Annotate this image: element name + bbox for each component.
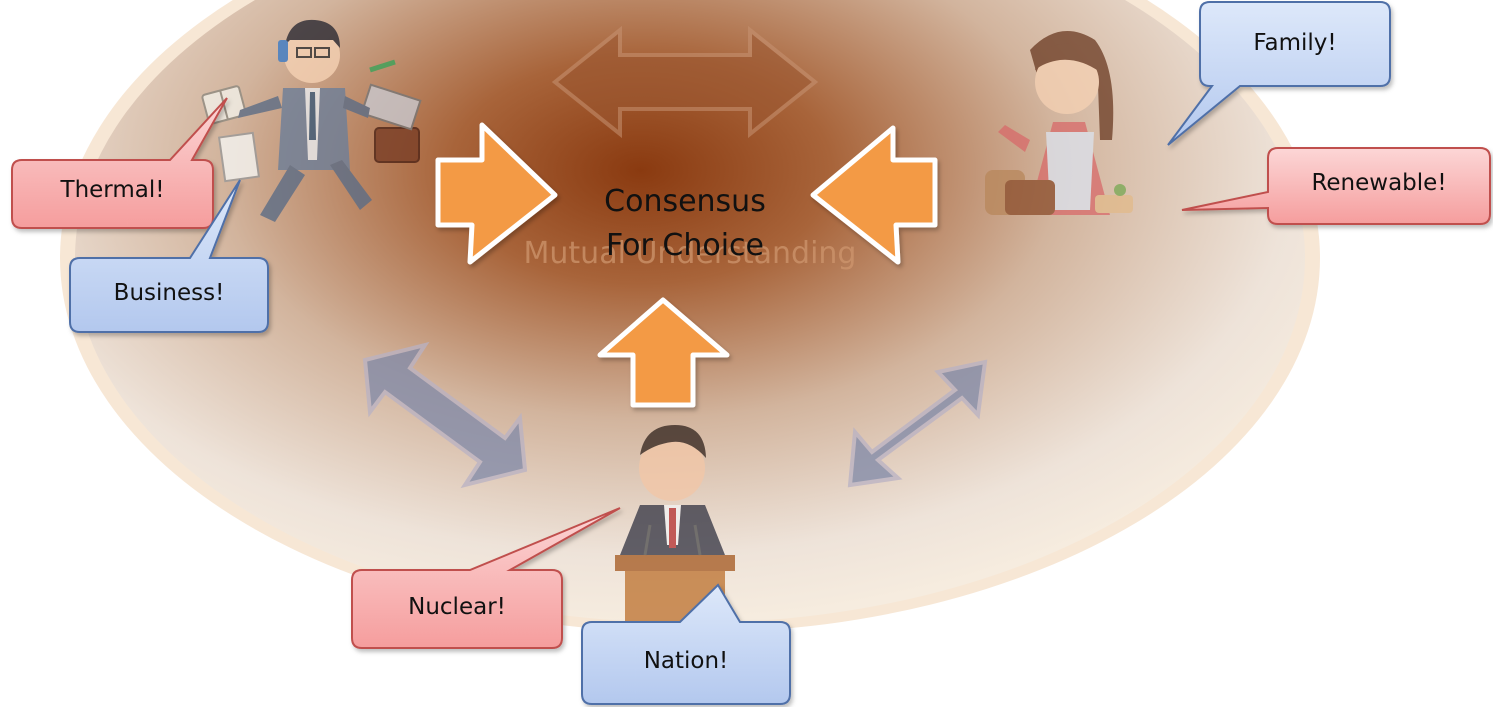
businessman-figure bbox=[201, 19, 422, 222]
orange-arrow-left bbox=[435, 122, 558, 265]
center-title-line2: For Choice bbox=[605, 228, 764, 263]
bubble-business bbox=[69, 179, 269, 333]
bubble-nuclear bbox=[351, 507, 621, 649]
center-title-line1: Consensus bbox=[604, 184, 766, 219]
left-double-arrow bbox=[362, 341, 528, 489]
bubble-renewable bbox=[1181, 147, 1491, 225]
orange-arrow-right bbox=[810, 125, 938, 265]
center-title: Consensus For Choice bbox=[560, 180, 810, 268]
orange-arrow-bottom bbox=[597, 297, 730, 408]
bubble-family bbox=[1167, 1, 1391, 146]
bubble-nation-label: Nation! bbox=[643, 648, 729, 674]
bubble-nuclear-label: Nuclear! bbox=[408, 594, 506, 620]
politician-figure bbox=[615, 425, 735, 631]
housewife-figure bbox=[985, 31, 1133, 215]
bubble-nation bbox=[581, 583, 791, 705]
right-double-arrow bbox=[847, 359, 988, 488]
bubble-thermal-label: Thermal! bbox=[60, 177, 165, 203]
mutual-understanding-text: Mutual Understanding bbox=[523, 236, 857, 271]
bubble-renewable-label: Renewable! bbox=[1311, 170, 1447, 196]
bubble-thermal bbox=[11, 97, 228, 229]
bubble-family-label: Family! bbox=[1253, 30, 1337, 56]
top-double-arrow bbox=[551, 25, 819, 139]
bubble-business-label: Business! bbox=[113, 280, 225, 306]
